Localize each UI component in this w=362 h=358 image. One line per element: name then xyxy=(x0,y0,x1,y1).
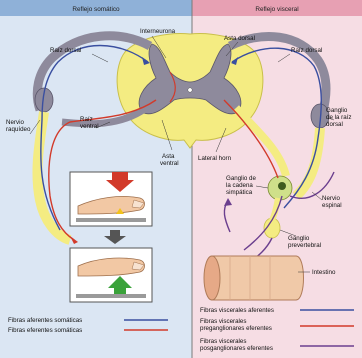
label-nervio-espinal-1: Nervio xyxy=(322,195,340,202)
legend-right-pre-text-2: preganglionares eferentes xyxy=(200,325,272,332)
surface-1 xyxy=(76,218,146,222)
label-raiz-dorsal-left: Raíz dorsal xyxy=(50,47,81,54)
label-ganglio-cadena-3: simpática xyxy=(226,189,253,196)
label-ganglio-cadena-2: la cadena xyxy=(226,182,253,189)
label-ganglio-prevertebral-1: Ganglio xyxy=(288,235,310,242)
label-raiz-ventral-1: Raíz xyxy=(80,116,93,123)
label-raiz-ventral-2: ventral xyxy=(80,123,99,130)
header-visceral: Reflejo visceral xyxy=(255,6,298,13)
legend-left-afferent-text: Fibras aferentes somáticas xyxy=(8,317,82,324)
label-ganglio-raiz-3: dorsal xyxy=(326,121,343,128)
label-ganglio-cadena-1: Ganglio de xyxy=(226,175,256,182)
surface-2 xyxy=(76,294,146,298)
label-nervio-raquideo-1: Nervio xyxy=(6,119,24,126)
label-ganglio-raiz-1: Ganglio xyxy=(326,107,348,114)
label-nervio-raquideo-2: raquídeo xyxy=(6,126,31,133)
label-raiz-dorsal-right: Raíz dorsal xyxy=(291,47,322,54)
legend-right-afferent-text: Fibras viscerales aferentes xyxy=(200,307,274,314)
intestine-lumen xyxy=(204,256,220,300)
label-asta-ventral-1: Asta xyxy=(162,153,175,160)
label-asta-dorsal: Asta dorsal xyxy=(224,35,255,42)
label-nervio-espinal-2: espinal xyxy=(322,202,342,209)
label-lateral-horn: Lateral horn xyxy=(198,155,232,162)
legend-left-efferent-text: Fibras eferentes somáticas xyxy=(8,327,82,334)
label-ganglio-prevertebral-2: prevertebral xyxy=(288,242,321,249)
ganglion-cell-body xyxy=(278,182,286,190)
label-intestino: Intestino xyxy=(312,269,336,276)
label-asta-ventral-2: ventral xyxy=(160,160,179,167)
legend-right-post-text-2: posganglionares eferentes xyxy=(200,345,273,352)
label-ganglio-raiz-2: de la raíz xyxy=(326,114,351,121)
header-somatic: Reflejo somático xyxy=(72,6,120,13)
label-interneurona: Interneurona xyxy=(140,28,176,35)
legend-right-post-text-1: Fibras viscerales xyxy=(200,338,246,345)
central-canal xyxy=(188,88,192,92)
legend-right-pre-text-1: Fibras viscerales xyxy=(200,318,246,325)
